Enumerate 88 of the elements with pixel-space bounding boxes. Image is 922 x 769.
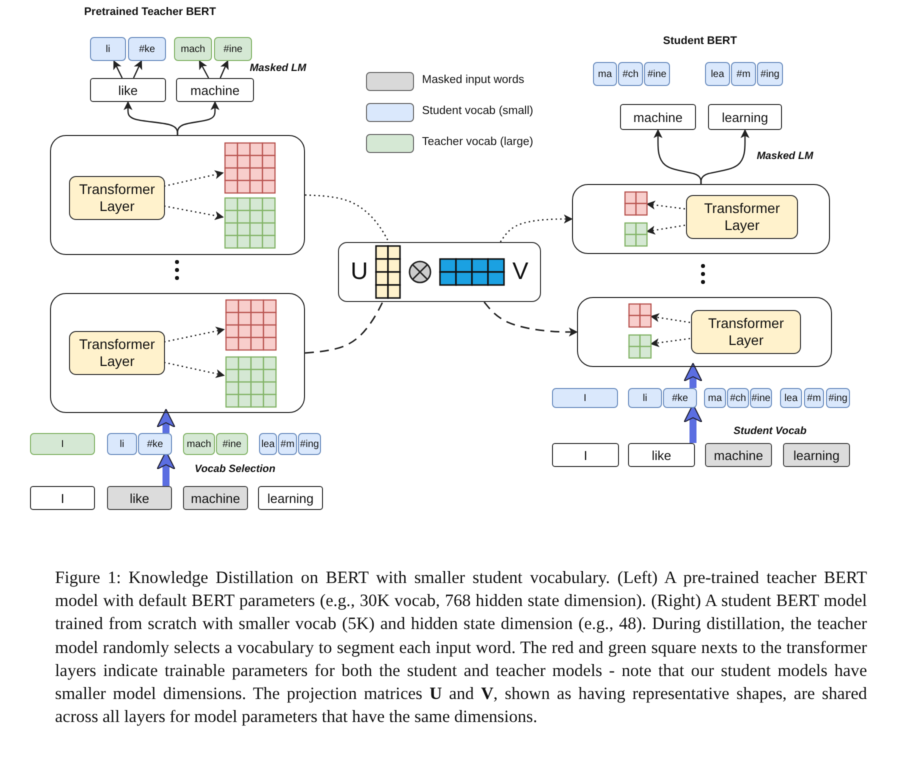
transformer-layer-box: Transformer Layer	[69, 176, 165, 220]
annotation: Student Vocab	[732, 425, 808, 437]
subword-token: #ke	[138, 433, 172, 455]
subword-token: #m	[278, 433, 297, 455]
projection-box	[338, 242, 541, 302]
matrix-symbol: U	[350, 258, 368, 286]
masked-word: machine	[183, 486, 248, 510]
input-word: like	[628, 443, 695, 467]
subword-token: ma	[593, 62, 617, 86]
annotation: Masked LM	[756, 150, 814, 162]
layer-container	[577, 297, 832, 367]
transformer-layer-box: Transformer Layer	[686, 195, 798, 239]
masked-word: like	[107, 486, 172, 510]
legend-label: Teacher vocab (large)	[422, 136, 534, 148]
masked-word: learning	[783, 443, 850, 467]
subword-token: #ine	[216, 433, 248, 455]
layer-container	[50, 293, 305, 413]
block-arrow	[156, 408, 176, 433]
subword-token: #ch	[727, 388, 749, 408]
arrow	[220, 60, 229, 78]
section-title: Student BERT	[662, 35, 738, 47]
figure-caption: Figure 1: Knowledge Distillation on BERT with smaller student vocabulary. (Left) A pre-trained teacher BERT model with default BERT parameters (e.g., 30K vocab, 768 hidden state dimension). (Right) A student BERT model trained from scratch with smaller vocab (5K) and hidden state dimension (e.g., 48). During distillation, the teacher model randomly selects a vocabulary to segment each input word. The red and green square nexts to the transformer layers indicate trainable parameters for both the student and teacher models - note that our student models have smaller model dimensions. The projection matrices U and V, shown as having representative shapes, are shared across all layers for model parameters that have the same dimensions.	[55, 567, 867, 728]
arrow	[113, 60, 123, 78]
arrow	[164, 205, 224, 220]
parameter-grid	[624, 222, 648, 247]
input-word: like	[90, 78, 166, 102]
subword-token: li	[628, 388, 662, 408]
parameter-grid	[225, 356, 277, 408]
arrow	[700, 129, 750, 184]
arrow	[132, 60, 142, 78]
layer-container	[50, 135, 305, 255]
parameter-grid	[628, 303, 652, 328]
input-word: I	[30, 486, 95, 510]
arrow	[198, 60, 210, 78]
subword-token: #ine	[214, 37, 252, 61]
input-word: machine	[620, 104, 696, 130]
input-word: learning	[258, 486, 323, 510]
transformer-layer-box: Transformer Layer	[69, 331, 165, 375]
masked-word: machine	[705, 443, 772, 467]
arrow	[650, 338, 690, 348]
arrow	[650, 313, 690, 324]
subword-token: #ing	[757, 62, 783, 86]
arrow	[646, 224, 686, 235]
input-word: learning	[708, 104, 782, 130]
arrow	[164, 170, 224, 187]
parameter-grid	[628, 334, 652, 359]
subword-token: #ing	[826, 388, 850, 408]
subword-token: #ke	[663, 388, 697, 408]
arrow	[124, 101, 178, 135]
legend-label: Masked input words	[422, 74, 524, 86]
subword-token: mach	[174, 37, 212, 61]
arrow	[654, 129, 702, 184]
subword-token: lea	[259, 433, 277, 455]
subword-token: #ch	[618, 62, 643, 86]
subword-token: mach	[183, 433, 215, 455]
arrow	[646, 200, 686, 210]
parameter-grid	[624, 191, 648, 216]
subword-token: li	[107, 433, 137, 455]
annotation: Vocab Selection	[194, 463, 276, 475]
subword-token: #ing	[298, 433, 321, 455]
subword-token: #m	[804, 388, 824, 408]
parameter-grid	[225, 299, 277, 351]
parameter-grid	[224, 197, 276, 249]
subword-token: #ine	[750, 388, 772, 408]
block-arrow	[683, 362, 703, 388]
arrow	[484, 302, 578, 336]
annotation: Masked LM	[248, 62, 308, 74]
subword-token: #ine	[644, 62, 670, 86]
transformer-layer-box: Transformer Layer	[691, 310, 801, 354]
arrow	[500, 214, 573, 242]
legend-label: Student vocab (small)	[422, 105, 534, 117]
arrow	[164, 326, 225, 343]
input-word: I	[552, 443, 619, 467]
subword-token: lea	[705, 62, 730, 86]
subword-token: li	[90, 37, 126, 61]
matrix-symbol: V	[512, 258, 528, 286]
subword-token: I	[30, 433, 95, 455]
subword-token: ma	[704, 388, 726, 408]
arrow	[176, 101, 220, 135]
subword-token: #ke	[128, 37, 166, 61]
input-word: machine	[176, 78, 254, 102]
layer-container	[572, 184, 830, 254]
subword-token: lea	[780, 388, 802, 408]
arrow	[164, 362, 225, 378]
section-title: Pretrained Teacher BERT	[83, 6, 217, 18]
subword-token: #m	[731, 62, 756, 86]
parameter-grid	[224, 142, 276, 194]
subword-token: I	[552, 388, 618, 408]
